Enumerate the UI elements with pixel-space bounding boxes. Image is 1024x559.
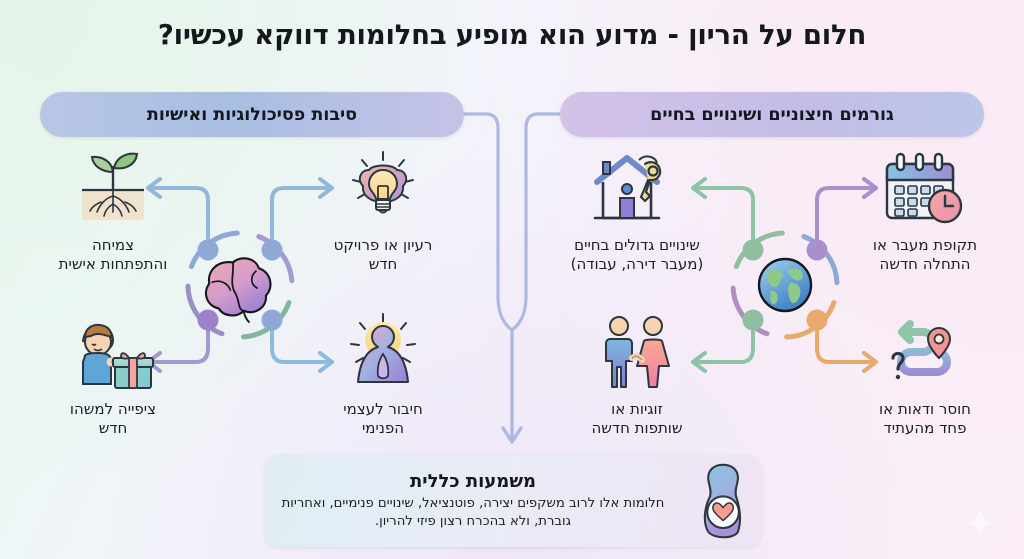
item-change[interactable]: שינויים גדולים בחיים(מעבר דירה, עבודה) xyxy=(542,146,732,274)
header-pill-external[interactable]: גורמים חיצוניים ושינויים בחיים xyxy=(560,92,984,137)
hub-node xyxy=(261,309,283,331)
hub-node xyxy=(742,309,764,331)
summary-box: משמעות כללית חלומות אלו לרוב משקפים יציר… xyxy=(265,455,761,547)
hub-node xyxy=(742,239,764,261)
calendar-clock-icon xyxy=(830,146,1020,230)
pregnant-heart-icon xyxy=(687,461,761,541)
summary-body: חלומות אלו לרוב משקפים יצירה, פוטנציאל, … xyxy=(281,495,665,529)
hub-node xyxy=(197,309,219,331)
house-keys-icon xyxy=(542,146,732,230)
sparkle-icon xyxy=(966,509,994,537)
header-pill-psychological[interactable]: סיבות פסיכולוגיות ואישיות xyxy=(40,92,464,137)
lightbulb-brain-icon xyxy=(288,146,478,230)
hub-node xyxy=(261,239,283,261)
brain-icon xyxy=(205,257,272,324)
summary-text: משמעות כללית חלומות אלו לרוב משקפים יציר… xyxy=(265,471,687,531)
hub-node xyxy=(806,309,828,331)
header-pill-right-label: גורמים חיצוניים ושינויים בחיים xyxy=(650,104,894,125)
hub-node xyxy=(806,239,828,261)
item-change-label: שינויים גדולים בחיים(מעבר דירה, עבודה) xyxy=(570,236,704,273)
seedling-icon xyxy=(18,146,208,230)
hub-node xyxy=(197,239,219,261)
header-pill-left-label: סיבות פסיכולוגיות ואישיות xyxy=(146,104,358,125)
meditation-icon xyxy=(288,310,478,394)
hub-brain xyxy=(165,210,315,360)
globe-icon xyxy=(757,257,813,313)
person-gift-icon xyxy=(18,310,208,394)
hub-globe xyxy=(710,210,860,360)
page-title: חלום על הריון - מדוע הוא מופיע בחלומות ד… xyxy=(157,19,867,51)
summary-title: משמעות כללית xyxy=(410,470,536,492)
winding-road-pin-icon xyxy=(830,310,1020,394)
couple-icon xyxy=(542,310,732,394)
